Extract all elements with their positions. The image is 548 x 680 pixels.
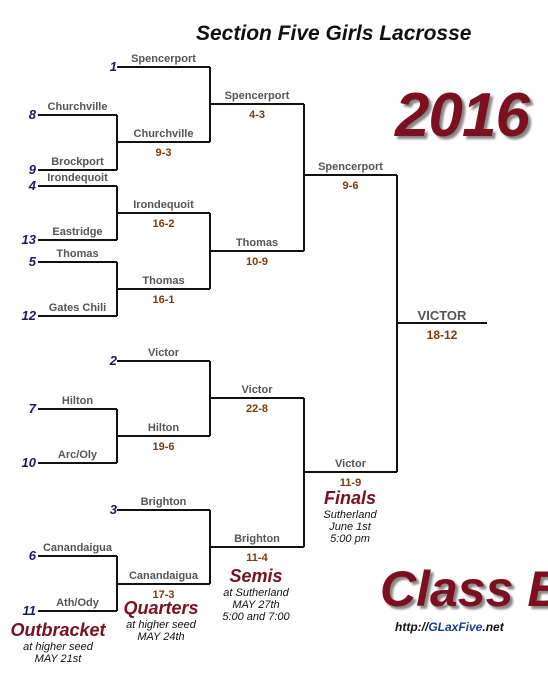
quarterfinal-score-2: 10-9 [245,256,269,268]
champion-name: VICTOR [417,308,467,323]
seed-6: 6 [28,548,36,563]
seed-12: 12 [21,308,36,323]
class-label: Class B [380,561,548,617]
seed-7: 7 [28,401,36,416]
semifinal-winner-2: Victor [335,458,366,470]
seed-10: 10 [21,455,36,470]
outbracket-date: MAY 21st [34,653,82,665]
website-suffix: .net [482,620,504,634]
outbracket-winner-4: Hilton [147,422,180,434]
seed-4: 4 [28,178,36,193]
finals-title: Finals [323,488,376,508]
outbracket-location: at higher seed [23,641,93,653]
outbracket-score-5: 17-3 [152,589,175,601]
quarters-title: Quarters [123,598,199,618]
semis-date: MAY 27th [232,599,280,611]
outbracket-score-1: 9-3 [155,147,172,159]
semis-title: Semis [229,566,283,586]
semifinal-score-2: 11-9 [339,477,362,489]
quarterfinal-score-1: 4-3 [249,109,265,121]
semifinal-winner-1: Spencerport [318,161,383,173]
champion-score: 18-12 [426,328,458,342]
outbracket-winner-3: Thomas [142,275,185,287]
outbracket-title: Outbracket [10,620,106,640]
seed-3: 3 [109,502,117,517]
quarters-location: at higher seed [126,619,196,631]
outbracket-score-2: 16-2 [152,218,175,230]
team-churchville: Churchville [47,101,108,113]
team-arc-oly: Arc/Oly [57,449,98,461]
website-link[interactable]: http://GLaxFive.net [395,620,504,634]
seed-11: 11 [22,603,37,618]
team-brighton: Brighton [140,496,187,508]
outbracket-winner-5: Canandaigua [128,570,199,582]
team-gates-chili: Gates Chili [48,302,107,314]
semis-location: at Sutherland [223,587,289,599]
seed-5: 5 [28,254,36,269]
quarterfinal-score-4: 11-4 [246,552,268,564]
seed-8: 8 [28,107,36,122]
website-prefix: http:// [395,620,429,634]
team-canandaigua: Canandaigua [42,542,113,554]
seed-1: 1 [109,59,117,74]
team-victor: Victor [148,347,179,359]
team-ath-ody: Ath/Ody [56,597,99,609]
team-brockport: Brockport [51,156,104,168]
quarters-info: Quarters at higher seed MAY 24th [112,598,210,643]
quarters-date: MAY 24th [137,631,185,643]
outbracket-info: Outbracket at higher seed MAY 21st [4,620,112,665]
semifinal-score-1: 9-6 [342,180,359,192]
team-hilton: Hilton [61,395,94,407]
finals-time: 5:00 pm [330,533,370,545]
seed-9: 9 [28,162,36,177]
finals-location: Sutherland [323,509,377,521]
seed-2: 2 [109,353,117,368]
outbracket-score-4: 19-6 [152,441,175,453]
seed-13: 13 [21,232,36,247]
semis-info: Semis at Sutherland MAY 27th 5:00 and 7:… [208,566,304,623]
quarterfinal-winner-3: Victor [241,384,273,396]
page-title: Section Five Girls Lacrosse [196,22,472,45]
year-heading: 2016 [395,81,530,150]
team-spencerport: Spencerport [131,53,196,65]
outbracket-winner-2: Irondequoit [133,199,194,211]
website-name: GLaxFive [428,620,483,634]
team-thomas: Thomas [56,248,99,260]
quarterfinal-winner-2: Thomas [235,237,279,249]
semis-time: 5:00 and 7:00 [222,611,290,623]
team-eastridge: Eastridge [52,226,103,238]
quarterfinal-winner-1: Spencerport [224,90,290,102]
quarterfinal-winner-4: Brighton [234,533,280,545]
finals-date: June 1st [329,521,371,533]
outbracket-score-3: 16-1 [152,294,175,306]
team-irondequoit: Irondequoit [47,172,108,184]
quarterfinal-score-3: 22-8 [245,403,269,415]
outbracket-winner-1: Churchville [133,128,194,140]
finals-info: Finals Sutherland June 1st 5:00 pm [300,488,400,545]
